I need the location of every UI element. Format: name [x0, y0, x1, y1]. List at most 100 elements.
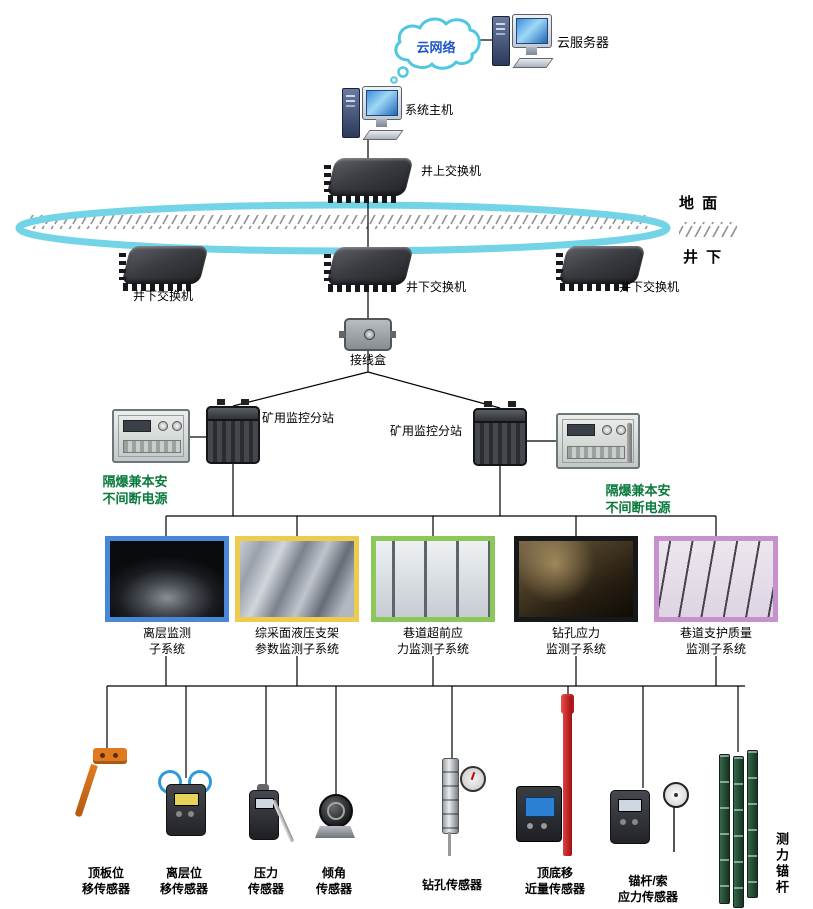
subsystem-label-hydraulic-support: 综采面液压支架 参数监测子系统	[254, 626, 339, 656]
subsystem-label-support-quality: 巷道支护质量 监测子系统	[679, 626, 752, 656]
switch-body	[558, 246, 646, 284]
force-anchor-label: 测力锚杆	[774, 832, 789, 896]
switch-ports	[123, 283, 191, 291]
roof-displacement-sensor-label: 顶板位 移传感器	[81, 866, 130, 896]
tilt-sensor	[312, 794, 358, 844]
sensor-body	[516, 786, 562, 842]
sensor-cap	[257, 784, 269, 791]
switch-body	[326, 247, 414, 285]
ups-display	[567, 424, 595, 436]
underground-switch-right-label: 井下交换机	[619, 280, 680, 294]
separation-displacement-sensor	[154, 766, 216, 846]
switch-ports	[328, 195, 396, 203]
gauge-icon	[319, 794, 353, 828]
sensor-base	[315, 826, 355, 838]
cloud-network: 云网络	[388, 10, 484, 89]
subsystem-box-advance-stress	[371, 536, 495, 622]
switch-side-ports	[556, 253, 563, 280]
gauge-icon	[460, 766, 486, 792]
cloud-network-label: 云网络	[416, 40, 456, 55]
cloud-server	[490, 12, 554, 70]
switch-body	[326, 158, 414, 196]
surface-switch-label: 井上交换机	[421, 164, 482, 178]
roof-displacement-sensor	[74, 748, 131, 822]
sensor-cylinder	[442, 758, 459, 834]
server-keyboard-icon	[512, 58, 554, 68]
ups-knob	[172, 421, 182, 431]
underground-switch-right	[556, 246, 646, 292]
cloud-server-label: 云服务器	[557, 35, 610, 50]
junction-box	[339, 318, 392, 351]
ups-handle	[627, 423, 632, 463]
wire-group	[106, 39, 745, 798]
sensor-body	[249, 790, 279, 840]
anchor-stress-sensor	[610, 782, 690, 856]
switch-side-ports	[324, 254, 331, 281]
subsystem-box-hydraulic-support	[235, 536, 359, 622]
subsystem-box-borehole-stress	[514, 536, 638, 622]
substation-right	[473, 401, 527, 466]
ups-knob	[158, 421, 168, 431]
gauge-icon	[663, 782, 689, 808]
subsystem-label-separation-monitor: 离层监测 子系统	[142, 626, 191, 656]
host-keyboard-icon	[362, 130, 404, 140]
convergence-sensor-pole	[561, 694, 577, 861]
server-monitor-icon	[512, 14, 552, 55]
subsystem-box-support-quality	[654, 536, 778, 622]
separation-displacement-sensor-label: 离层位 移传感器	[159, 866, 208, 896]
switch-body	[121, 246, 209, 284]
pole	[563, 696, 572, 856]
substation-left	[206, 399, 260, 464]
ups-left-label: 隔爆兼本安 不间断电源	[102, 474, 168, 506]
sensor-head	[93, 748, 127, 764]
tilt-sensor-label: 倾角 传感器	[315, 866, 352, 896]
system-host	[340, 84, 404, 142]
subsystem-box-separation-monitor	[105, 536, 229, 622]
ups-right	[556, 413, 640, 469]
pressure-sensor	[245, 782, 295, 854]
anchor-rod-bar	[719, 754, 730, 904]
stress-meter-photo	[376, 541, 490, 617]
underground-switch-left	[119, 246, 209, 292]
sensor-body	[610, 790, 650, 844]
underground-switch-middle-label: 井下交换机	[406, 280, 467, 294]
hydraulic-support-photo	[240, 541, 354, 617]
sensor-panel	[525, 797, 555, 817]
convergence-sensor-label: 顶底移 近量传感器	[524, 866, 585, 896]
system-host-label: 系统主机	[405, 103, 454, 117]
anchor-rod-bar	[733, 756, 744, 908]
sensor-screen	[618, 799, 642, 812]
host-tower-icon	[342, 88, 360, 138]
pressure-sensor-label: 压力 传感器	[247, 866, 284, 896]
anchor-stress-sensor-label: 锚杆/索 应力传感器	[617, 874, 678, 904]
underground-switch-left-label: 井下交换机	[133, 289, 194, 303]
host-monitor-icon	[362, 86, 402, 127]
underground-label: 井 下	[683, 249, 724, 266]
substation-left-label: 矿用监控分站	[262, 411, 335, 425]
sensor-body	[166, 784, 206, 836]
junction-box-label: 接线盒	[349, 353, 386, 367]
anchor-rod-bar	[747, 750, 758, 898]
convergence-sensor-box	[516, 786, 562, 842]
ups-vent-slot	[123, 440, 181, 453]
ups-left	[112, 409, 190, 463]
sensor-rod	[673, 804, 675, 852]
sensor-screen	[174, 793, 199, 806]
cloud-icon	[390, 17, 481, 84]
host-screen	[366, 90, 398, 116]
switch-side-ports	[119, 253, 126, 280]
server-screen	[516, 18, 548, 44]
subsystem-label-advance-stress: 巷道超前应 力监测子系统	[396, 626, 469, 656]
ups-right-label: 隔爆兼本安 不间断电源	[605, 483, 671, 515]
switch-ports	[328, 284, 396, 292]
switch-ports	[560, 283, 628, 291]
borehole-sensor	[432, 758, 486, 858]
ups-vent-slot	[567, 446, 625, 459]
sensor-screen	[255, 798, 274, 809]
ground-symbol-hatch	[679, 222, 737, 237]
ups-knob	[616, 425, 626, 435]
anchor-tools-photo	[659, 541, 773, 617]
surface-switch	[324, 158, 414, 204]
